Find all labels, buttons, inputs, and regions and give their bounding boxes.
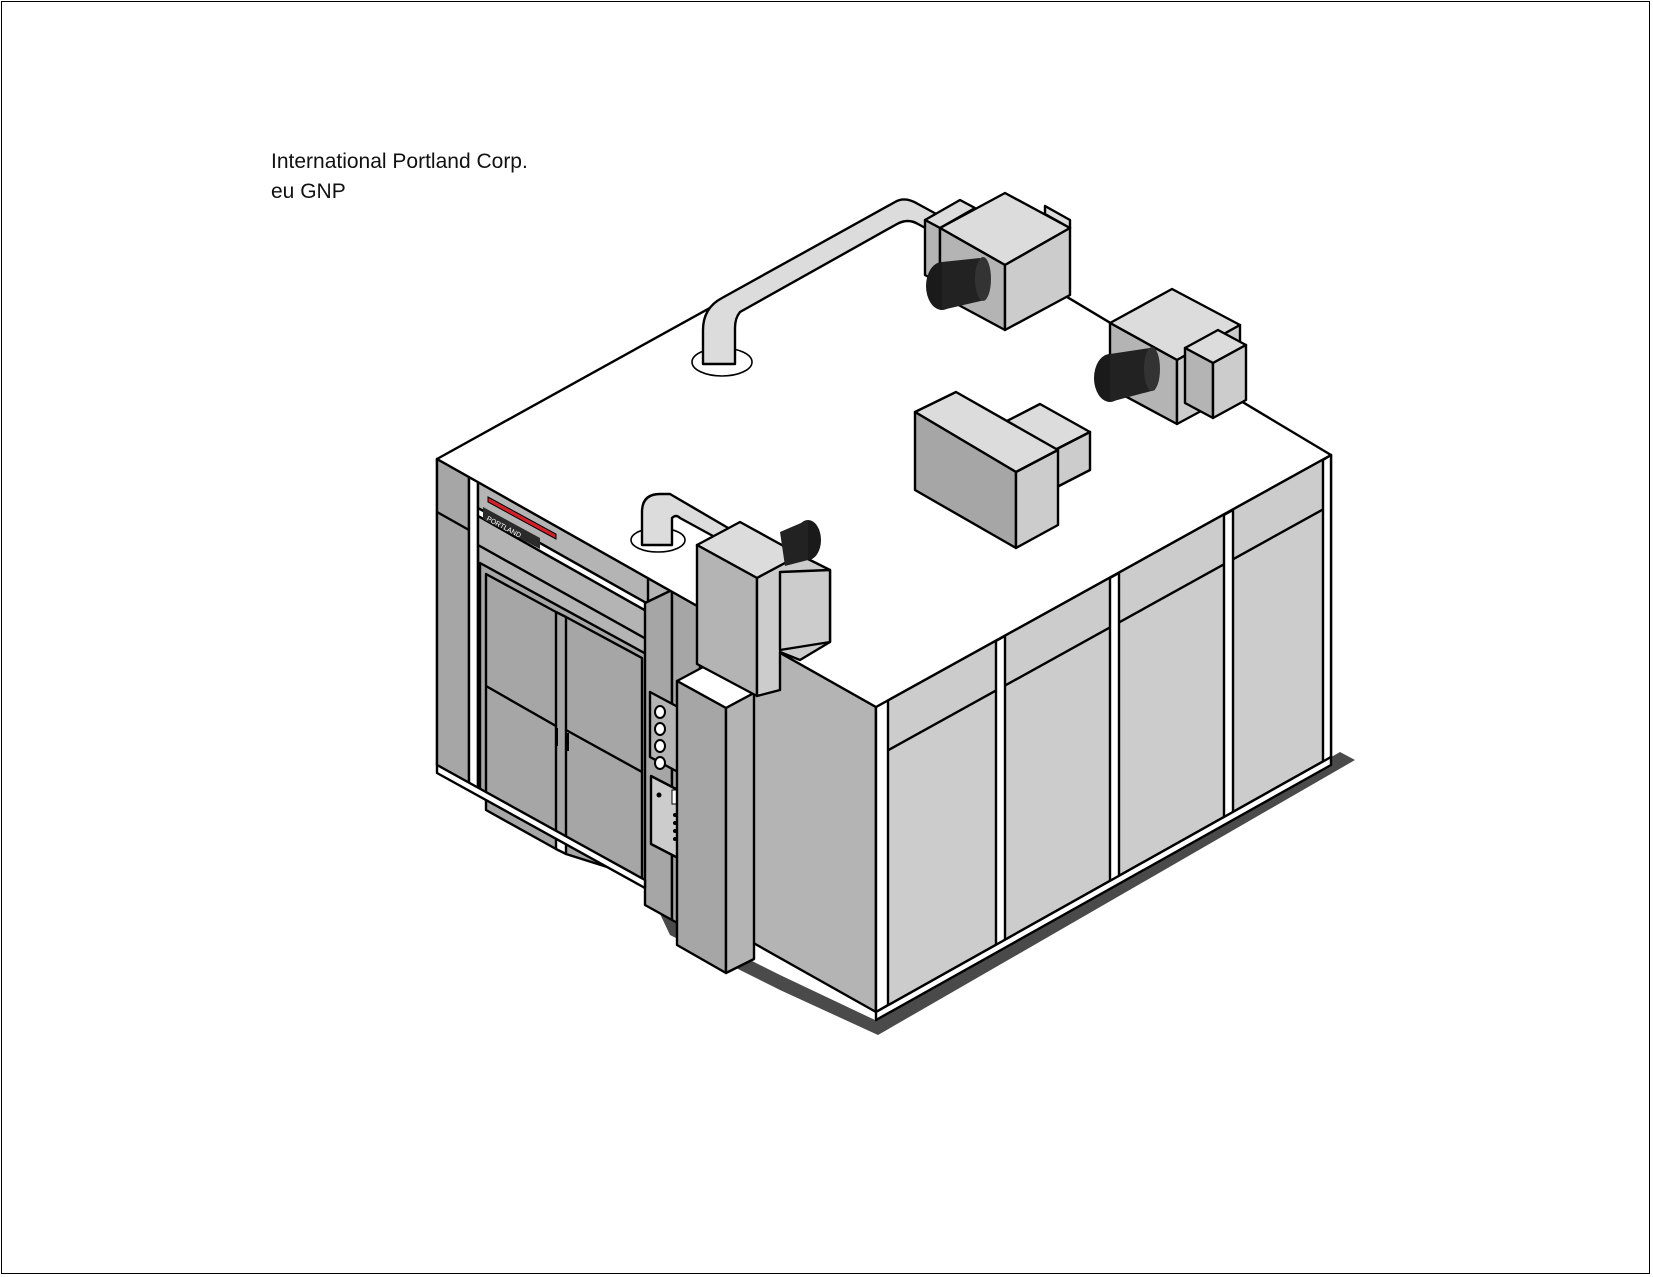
roof-box-unit — [913, 390, 1092, 550]
left-wall-base — [435, 763, 647, 890]
air-handler-unit-front — [630, 492, 832, 698]
indicator-light — [656, 792, 662, 798]
air-handler-unit-top — [923, 191, 1072, 332]
control-knob[interactable] — [654, 756, 666, 770]
right-wall — [874, 453, 1333, 1022]
caption-subtitle: eu GNP — [271, 180, 346, 203]
control-knob[interactable] — [654, 722, 666, 736]
caption-company: International Portland Corp. — [271, 150, 528, 173]
air-handler-unit-right — [1094, 287, 1248, 426]
control-panel[interactable] — [648, 690, 680, 860]
control-knob[interactable] — [654, 739, 666, 753]
vertical-duct — [675, 664, 756, 975]
double-doors[interactable] — [478, 561, 650, 885]
door-handle-left[interactable] — [555, 728, 558, 746]
control-knob[interactable] — [654, 705, 666, 719]
caption: International Portland Corp. eu GNP — [271, 147, 528, 207]
door-handle-right[interactable] — [566, 733, 569, 751]
